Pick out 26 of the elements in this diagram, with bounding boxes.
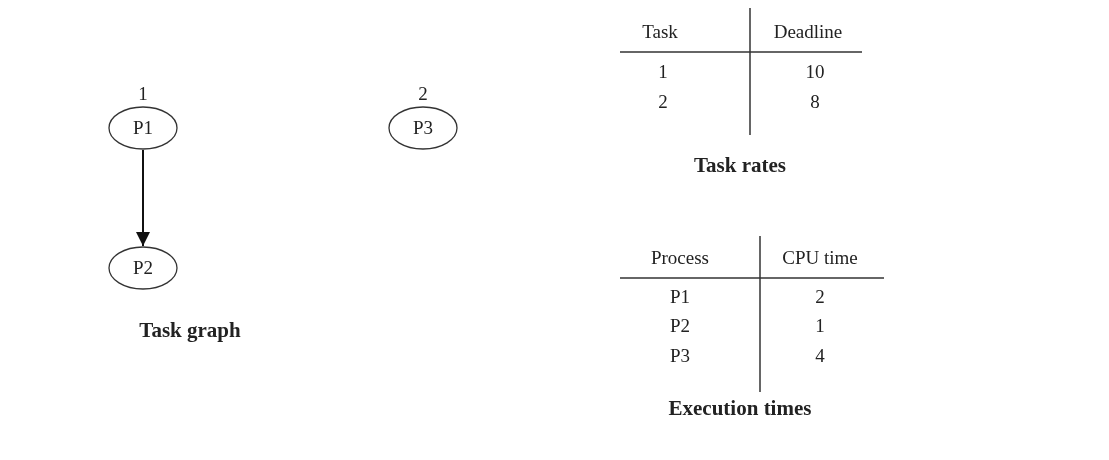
task-number: 2 — [418, 83, 428, 105]
process-ellipse — [108, 106, 178, 150]
table-text: Task — [642, 21, 678, 43]
table-text: P2 — [669, 315, 691, 337]
process-label: P2 — [132, 257, 154, 279]
table-text: 1 — [815, 315, 825, 337]
table-caption: Execution times — [668, 395, 812, 421]
table-text: CPU time — [782, 247, 858, 269]
table-text: 4 — [815, 345, 825, 367]
table-text: 2 — [658, 91, 668, 113]
table-text: 2 — [815, 286, 825, 308]
table-text: P1 — [669, 286, 691, 308]
table-caption: Task graph — [139, 317, 241, 343]
table-text: 8 — [810, 91, 820, 113]
table-text: Deadline — [773, 21, 843, 43]
table-caption: Task rates — [694, 152, 786, 178]
table-text: Process — [650, 247, 710, 269]
arrow — [136, 149, 150, 247]
process-ellipse — [108, 246, 178, 290]
process-label: P3 — [412, 117, 434, 139]
table-text: P3 — [669, 345, 691, 367]
task-number: 1 — [138, 83, 148, 105]
process-ellipse — [388, 106, 458, 150]
process-label: P1 — [132, 117, 154, 139]
table-text: 10 — [805, 61, 825, 83]
table-text: 1 — [658, 61, 668, 83]
